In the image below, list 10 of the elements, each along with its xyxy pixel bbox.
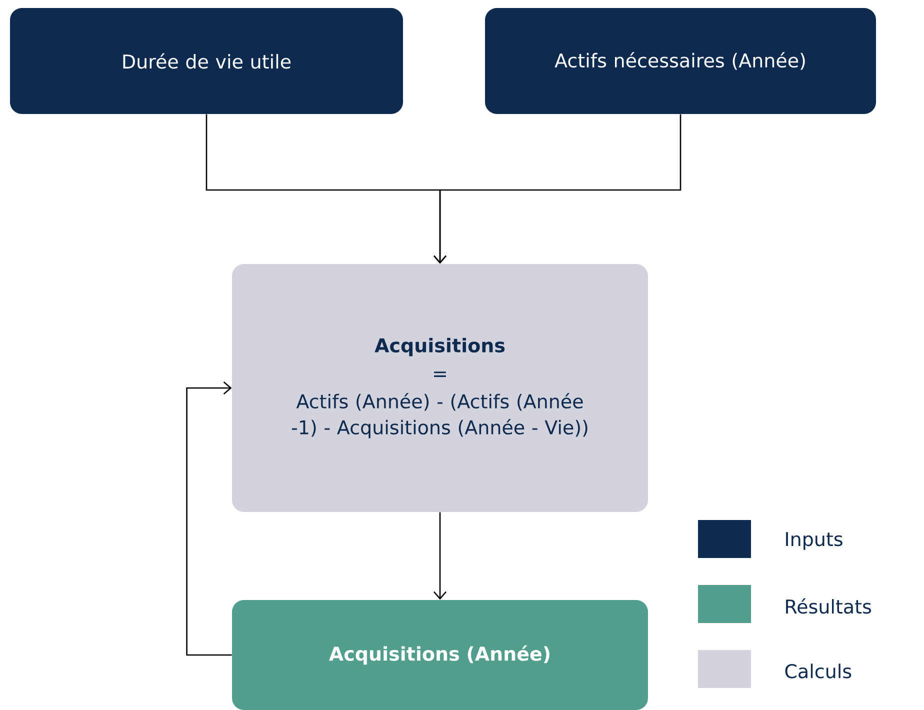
arrow (434, 114, 682, 264)
arrow (434, 512, 446, 600)
legend-label: Inputs (786, 532, 842, 550)
input-box: Actifs nécessaires (Année) (485, 8, 876, 114)
input-box: Durée de vie utile (10, 8, 403, 114)
legend-label: Calculs (785, 664, 852, 678)
arrow (186, 382, 232, 656)
calculation-box: Acquisitions = Actifs (Année) - (Actifs (Année -1) - Acquisitions (Année - Vie)) (232, 264, 648, 512)
legend-label: Résultats (786, 598, 871, 614)
result-box: Acquisitions (Année) (232, 600, 648, 710)
